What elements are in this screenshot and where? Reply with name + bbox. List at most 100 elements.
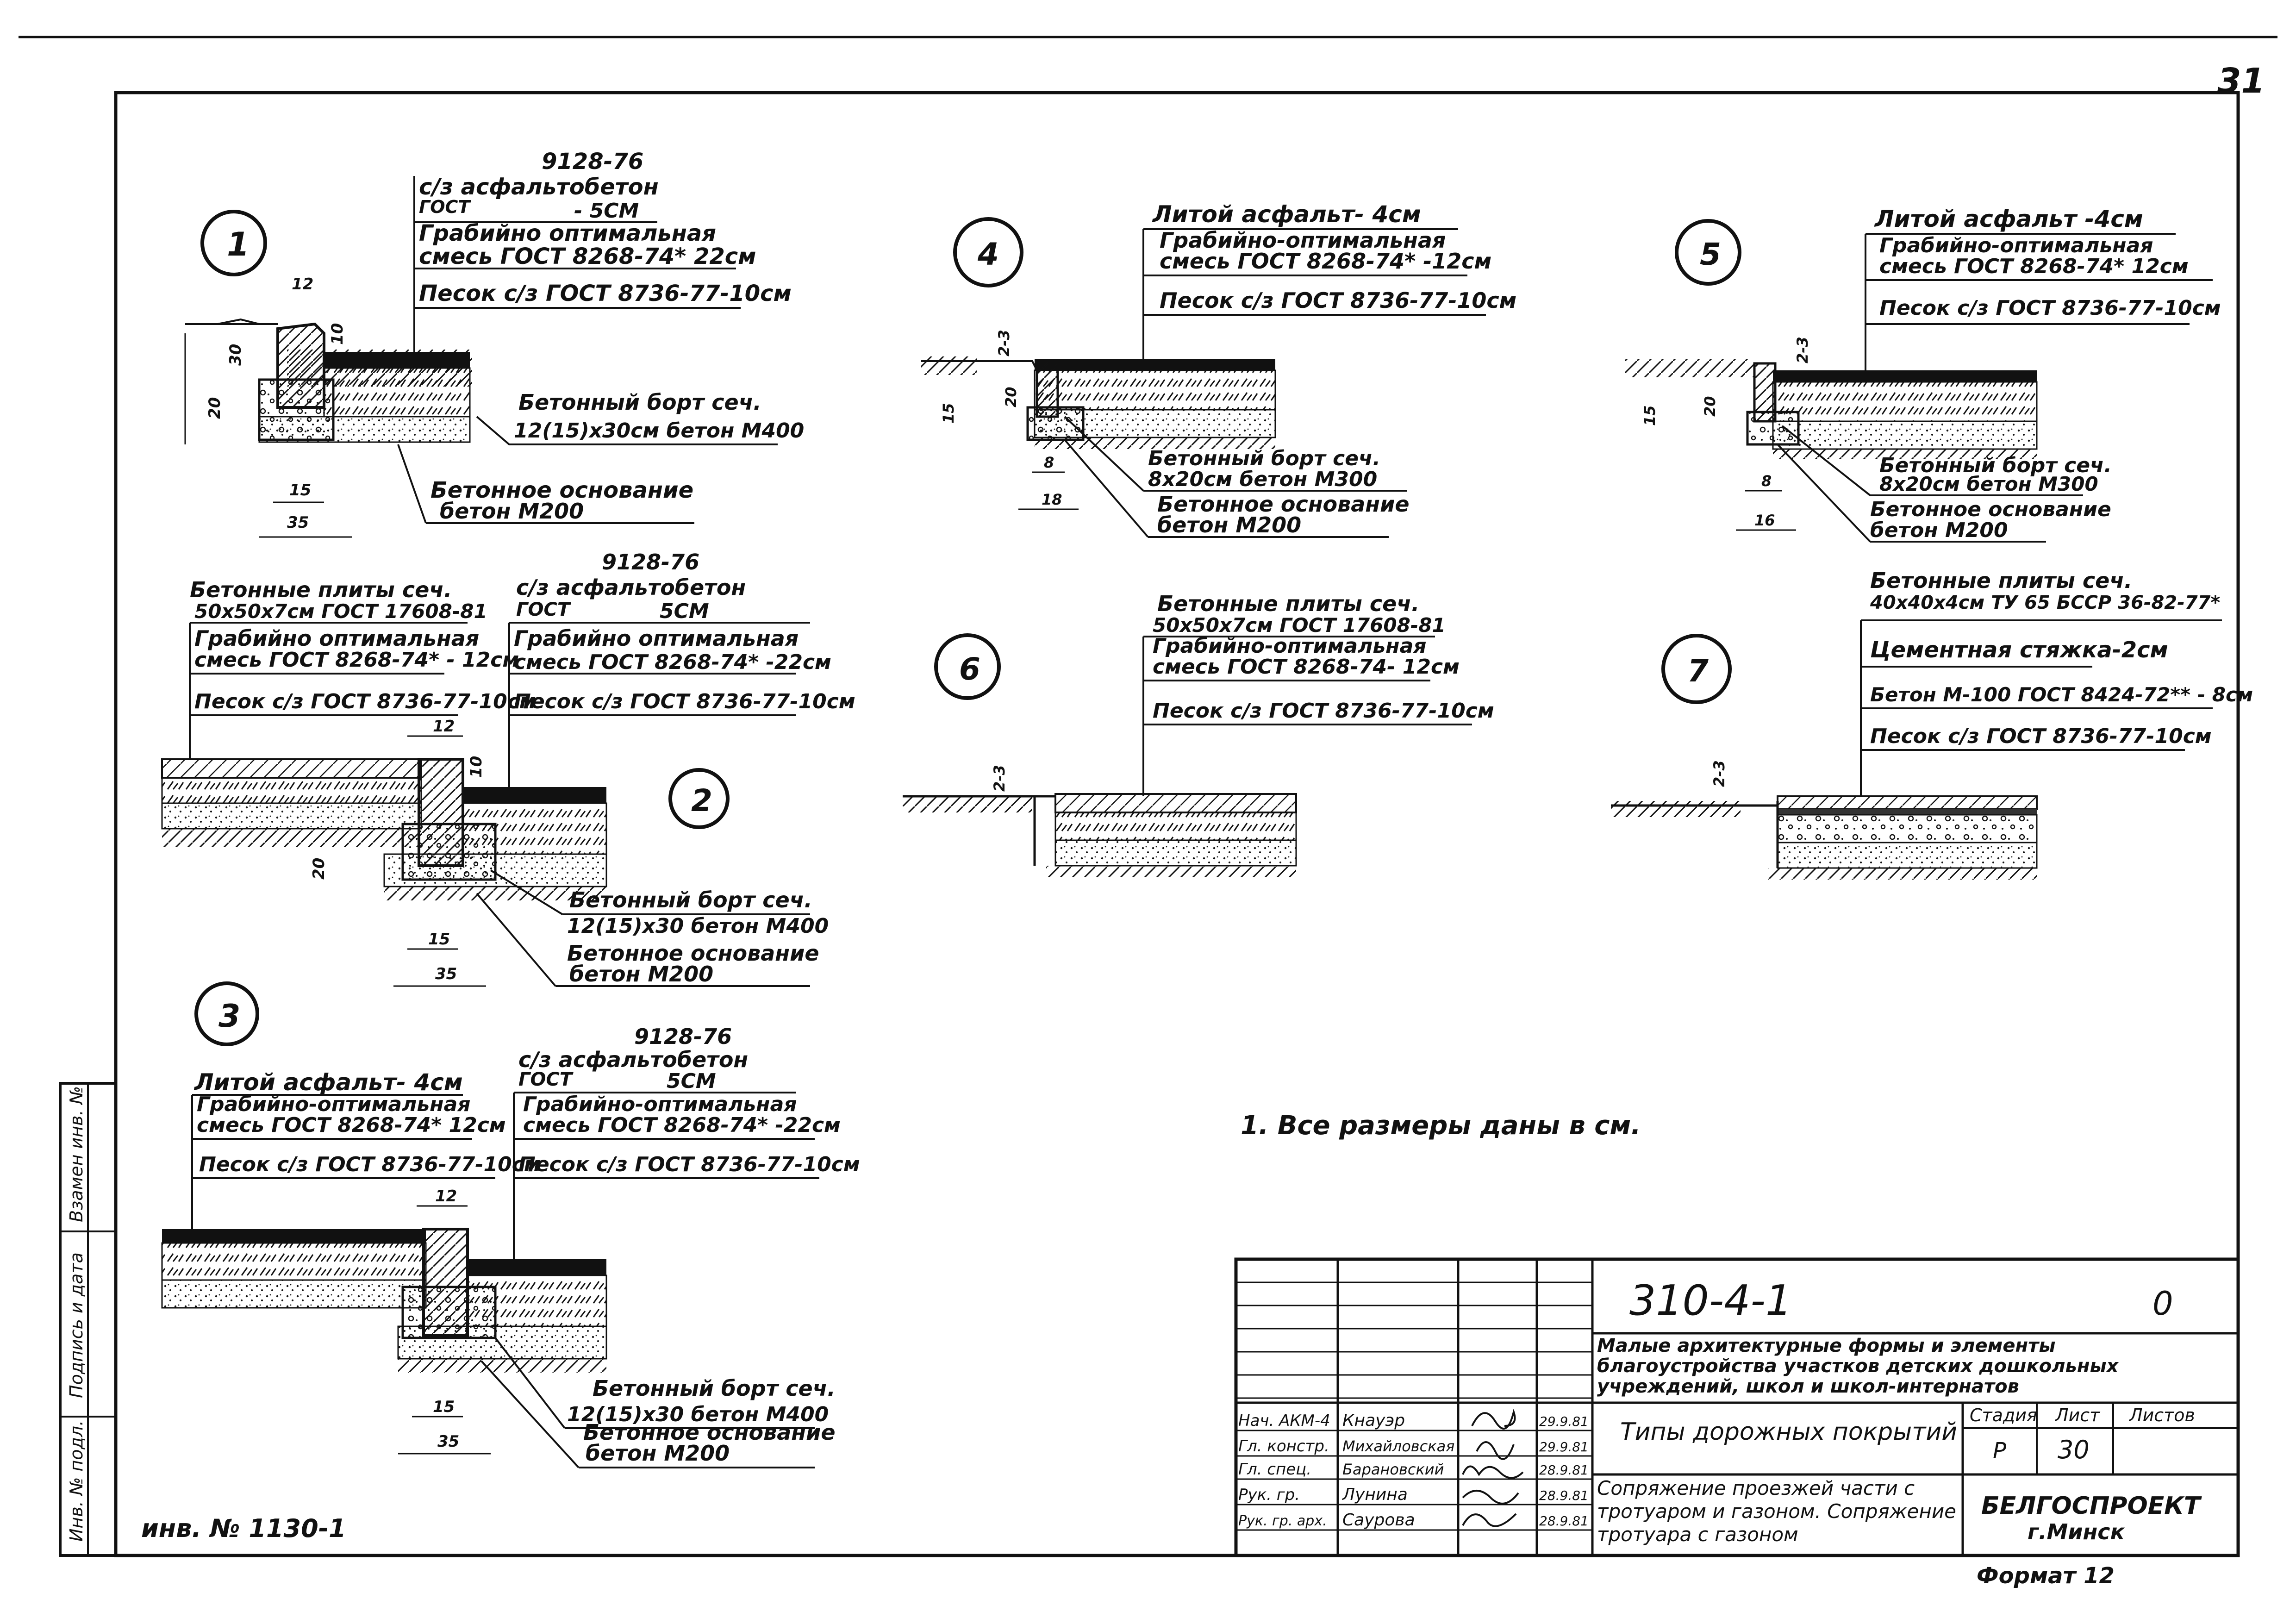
staff-row: Рук. гр. арх. Саурова 28.9.81 (1238, 1511, 1589, 1530)
staff-role: Гл. спец. (1238, 1460, 1311, 1479)
staff-date: 28.9.81 (1539, 1462, 1589, 1478)
d7-label-sand: Песок с/з ГОСТ 8736-77-10см (1870, 725, 2212, 748)
d3-left-gravel: Грабийно-оптимальная (197, 1093, 471, 1116)
staff-row: Рук. гр. Лунина 28.9.81 (1238, 1485, 1589, 1505)
d3-note-base: Бетонное основание (583, 1420, 836, 1445)
detail-2-marker (668, 768, 730, 829)
d6-label-gravel: Грабийно-оптимальная (1153, 634, 1427, 658)
staff-name: Саурова (1342, 1511, 1415, 1530)
detail-5-number: 5 (1700, 237, 1721, 272)
d4-dim-20: 20 (1002, 387, 1020, 407)
detail-6-marker (934, 633, 1001, 700)
d1-label-asphalt: с/з асфальтобетон (419, 174, 659, 200)
d2-dim-35: 35 (435, 965, 457, 983)
d5-note-base-grade: бетон М200 (1870, 518, 2008, 542)
sheet-value: 30 (2058, 1435, 2090, 1464)
d1-label-5cm: - 5СМ (574, 199, 639, 223)
staff-name: Кнауэр (1342, 1411, 1405, 1430)
d1-dim-15: 15 (289, 481, 311, 500)
d4-note-curb-size: 8х20см бетон М300 (1148, 468, 1377, 491)
staff-role: Рук. гр. (1238, 1486, 1300, 1504)
d7-label-tiles-size: 40х40х4см ТУ 65 БССР 36-82-77* (1870, 592, 2220, 613)
drawing-frame (114, 91, 2240, 1557)
d4-label-sand: Песок с/з ГОСТ 8736-77-10см (1160, 288, 1516, 313)
stamp-replace-label: Взамен инв. № (66, 1086, 87, 1222)
d4-label-gravel-mix: смесь ГОСТ 8268-74* -12см (1160, 249, 1491, 274)
d2-note-curb-size: 12(15)х30 бетон М400 (567, 914, 829, 938)
d3-right-gravel: Грабийно-оптимальная (523, 1093, 797, 1116)
d1-note-base-grade: бетон М200 (440, 499, 584, 524)
d7-label-concrete: Бетон М-100 ГОСТ 8424-72** - 8см (1870, 683, 2253, 706)
detail-6: 6 Бетонные плиты сеч. 50х50х7см ГОСТ 176… (903, 591, 1494, 877)
stage-header: Стадия (1970, 1405, 2037, 1425)
d4-note-base-grade: бетон М200 (1157, 512, 1301, 537)
d6-dim-2-3: 2-3 (991, 765, 1008, 792)
d2-dim-10: 10 (467, 756, 486, 778)
d6-label-tiles-size: 50х50х7см ГОСТ 17608-81 (1153, 614, 1446, 637)
d3-right-gost: 9128-76 (634, 1024, 732, 1049)
d2-left-gravel-mix: смесь ГОСТ 8268-74* - 12см (194, 648, 519, 672)
d1-note-curb-size: 12(15)х30см бетон М400 (514, 419, 804, 443)
staff-name: Лунина (1341, 1485, 1408, 1504)
d3-right-gost2: ГОСТ (518, 1069, 574, 1090)
staff-row: Нач. АКМ-4 Кнауэр 29.9.81 (1238, 1408, 1589, 1430)
d3-left-asphalt: Литой асфальт- 4см (193, 1069, 463, 1096)
d3-left-sand: Песок с/з ГОСТ 8736-77-10см (199, 1153, 541, 1176)
sheet-header: Лист (2054, 1405, 2101, 1425)
staff-role: Нач. АКМ-4 (1238, 1412, 1330, 1430)
title-block: 310-4-1 0 Малые архитектурные формы и эл… (1234, 1257, 2240, 1557)
page-number: 31 (2217, 61, 2265, 101)
d3-note-curb-size: 12(15)х30 бетон М400 (567, 1403, 829, 1426)
d4-dim-15: 15 (940, 403, 957, 424)
d2-note-base-grade: бетон М200 (569, 962, 713, 987)
d1-label-gost2: ГОСТ (419, 197, 471, 217)
d3-right-sand: Песок с/з ГОСТ 8736-77-10см (518, 1153, 860, 1176)
staff-row: Гл. спец. Барановский 28.9.81 (1238, 1460, 1589, 1479)
detail-7-number: 7 (1687, 653, 1709, 689)
d1-dim-20: 20 (206, 397, 224, 419)
staff-name: Барановский (1342, 1461, 1444, 1478)
d3-note-curb: Бетонный борт сеч. (593, 1376, 836, 1401)
d2-left-gravel: Грабийно оптимальная (194, 626, 479, 651)
d2-note-curb: Бетонный борт сеч. (569, 887, 812, 912)
detail-2: 2 Бетонные плиты сеч. 50х50х7см ГОСТ 176… (161, 550, 855, 987)
d3-right-asphalt: с/з асфальтобетон (518, 1047, 748, 1072)
detail-1-number: 1 (227, 225, 250, 263)
d5-label-sand: Песок с/з ГОСТ 8736-77-10см (1879, 296, 2221, 320)
format-label: Формат 12 (1977, 1563, 2115, 1589)
d2-dim-20: 20 (310, 858, 328, 880)
d4-dim-2-3: 2-3 (995, 330, 1013, 356)
d3-dim-15: 15 (433, 1398, 455, 1416)
detail-3: 3 Литой асфальт- 4см Грабийно-оптимальна… (161, 981, 860, 1468)
d2-note-base: Бетонное основание (567, 941, 819, 966)
d5-label-asphalt: Литой асфальт -4см (1874, 206, 2143, 232)
project-title: Малые архитектурные формы и элементы бла… (1597, 1336, 2119, 1397)
detail-4-number: 4 (977, 237, 999, 272)
d5-label-gravel: Грабийно-оптимальная (1879, 234, 2153, 257)
detail-5-marker (1675, 219, 1741, 286)
detail-4: 4 Литой асфальт- 4см Грабийно-оптимальна… (921, 201, 1516, 538)
d2-right-sand: Песок с/з ГОСТ 8736-77-10см (514, 690, 855, 713)
d1-dim-35: 35 (287, 513, 309, 532)
d4-note-base: Бетонное основание (1157, 492, 1410, 517)
city: г.Минск (2028, 1519, 2126, 1544)
detail-7: 7 Бетонные плиты сеч. 40х40х4см ТУ 65 БС… (1611, 568, 2253, 880)
d1-note-base: Бетонное основание (430, 477, 693, 503)
stage-value: Р (1993, 1438, 2006, 1464)
d2-right-5cm: 5СМ (660, 600, 709, 623)
general-note: 1. Все размеры даны в см. (1241, 1111, 1641, 1141)
d3-dim-12: 12 (435, 1187, 457, 1206)
d1-dim-30: 30 (226, 344, 245, 366)
d1-label-gravel-mix: смесь ГОСТ 8268-74* 22см (419, 244, 756, 269)
d5-dim-15: 15 (1641, 405, 1659, 426)
d3-right-gravel-mix: смесь ГОСТ 8268-74* -22см (523, 1113, 841, 1137)
d2-right-asphalt: с/з асфальтобетон (516, 575, 746, 600)
d2-right-gravel: Грабийно оптимальная (514, 626, 799, 651)
d6-label-tiles: Бетонные плиты сеч. (1157, 591, 1419, 616)
staff-date: 29.9.81 (1539, 1439, 1589, 1455)
staff-role: Рук. гр. арх. (1238, 1513, 1327, 1529)
d2-right-gost: 9128-76 (602, 550, 699, 575)
d4-label-gravel: Грабийно-оптимальная (1160, 228, 1446, 253)
d1-note-curb: Бетонный борт сеч. (518, 390, 761, 415)
